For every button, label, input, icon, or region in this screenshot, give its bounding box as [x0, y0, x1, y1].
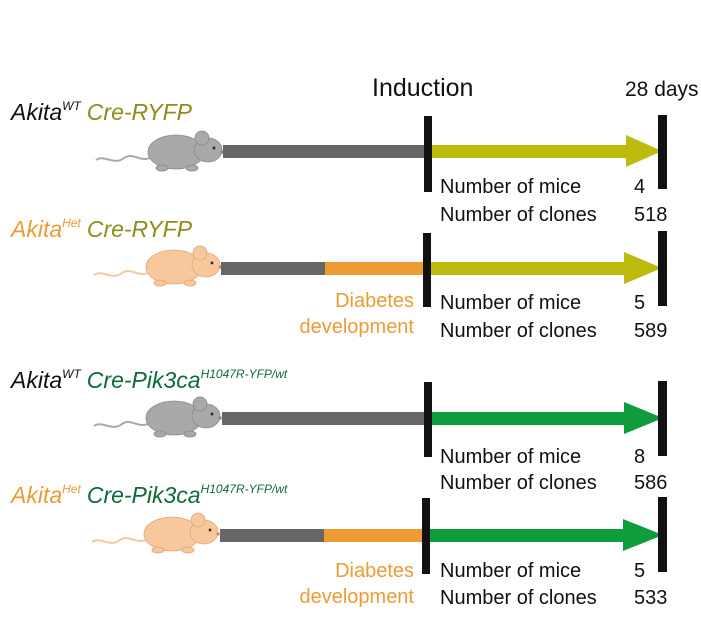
mice-count-value: 8 [634, 446, 646, 468]
note-line-2: development [299, 316, 414, 338]
post-induction-arrow-head [624, 252, 662, 284]
diabetes-note: Diabetes development [270, 558, 414, 610]
post-induction-arrow-head [623, 519, 663, 551]
genotype-sup: WT [62, 99, 81, 113]
construct-name: Cre-RYFP [86, 99, 193, 125]
group-label-2: AkitaHet Cre-RYFP [11, 216, 193, 242]
diabetes-segment [324, 529, 424, 542]
endpoint-marker [658, 381, 667, 456]
genotype-name: Akita [11, 482, 63, 508]
pre-induction-segment [222, 412, 427, 425]
note-line-1: Diabetes [335, 290, 414, 312]
endpoint-marker [658, 497, 667, 572]
group-label-3: AkitaWT Cre-Pik3caH1047R-YFP/wt [11, 367, 288, 393]
clone-count-value: 518 [634, 204, 668, 226]
endpoint-marker [658, 231, 667, 306]
induction-marker [424, 116, 432, 192]
group-label-4: AkitaHet Cre-Pik3caH1047R-YFP/wt [11, 482, 288, 508]
construct-name: Cre-Pik3ca [86, 367, 201, 393]
mice-count-value: 4 [634, 176, 646, 198]
post-induction-arrow-shaft [428, 529, 628, 542]
clone-count-label: Number of clones [440, 587, 597, 609]
genotype-name: Akita [11, 367, 63, 393]
timeline-row-3 [93, 381, 667, 457]
genotype-name: Akita [11, 99, 63, 125]
mouse-icon [93, 396, 223, 438]
pre-induction-segment [221, 262, 325, 275]
genotype-sup: Het [62, 216, 81, 230]
group-label-1: AkitaWT Cre-RYFP [11, 99, 193, 125]
timeline-row-4 [91, 497, 667, 574]
note-line-1: Diabetes [335, 560, 414, 582]
induction-marker [423, 233, 431, 307]
induction-label: Induction [372, 74, 474, 102]
pre-induction-segment [223, 145, 428, 158]
genotype-name: Akita [11, 216, 63, 242]
genotype-sup: Het [62, 482, 81, 496]
timeline-row-2 [93, 231, 667, 307]
post-induction-arrow-head [624, 402, 663, 434]
construct-sup: H1047R-YFP/wt [200, 367, 288, 381]
clone-count-value: 533 [634, 587, 668, 609]
note-line-2: development [299, 586, 414, 608]
clone-count-label: Number of clones [440, 472, 597, 494]
construct-name: Cre-Pik3ca [86, 482, 201, 508]
diabetes-segment [325, 262, 425, 275]
post-induction-arrow-head [626, 135, 662, 167]
induction-marker [424, 382, 432, 457]
mice-count-label: Number of mice [440, 176, 582, 198]
induction-marker [422, 498, 430, 574]
clone-count-label: Number of clones [440, 204, 597, 226]
endpoint-marker [658, 115, 667, 189]
mice-count-label: Number of mice [440, 292, 582, 314]
clone-count-value: 589 [634, 320, 668, 342]
pre-induction-segment [220, 529, 324, 542]
mice-count-label: Number of mice [440, 560, 582, 582]
clone-count-label: Number of clones [440, 320, 597, 342]
endpoint-label: 28 days [625, 78, 699, 101]
mice-count-value: 5 [634, 292, 646, 314]
genotype-sup: WT [62, 367, 81, 381]
mouse-icon [91, 512, 221, 554]
construct-name: Cre-RYFP [86, 216, 193, 242]
post-induction-arrow-shaft [430, 412, 630, 425]
timeline-row-1 [95, 115, 667, 192]
post-induction-arrow-shaft [428, 262, 628, 275]
diabetes-note: Diabetes development [270, 288, 414, 340]
clone-count-value: 586 [634, 472, 668, 494]
mice-count-label: Number of mice [440, 446, 582, 468]
mice-count-value: 5 [634, 560, 646, 582]
mouse-icon [95, 130, 225, 172]
mouse-icon [93, 245, 223, 287]
construct-sup: H1047R-YFP/wt [200, 482, 288, 496]
post-induction-arrow-shaft [430, 145, 630, 158]
